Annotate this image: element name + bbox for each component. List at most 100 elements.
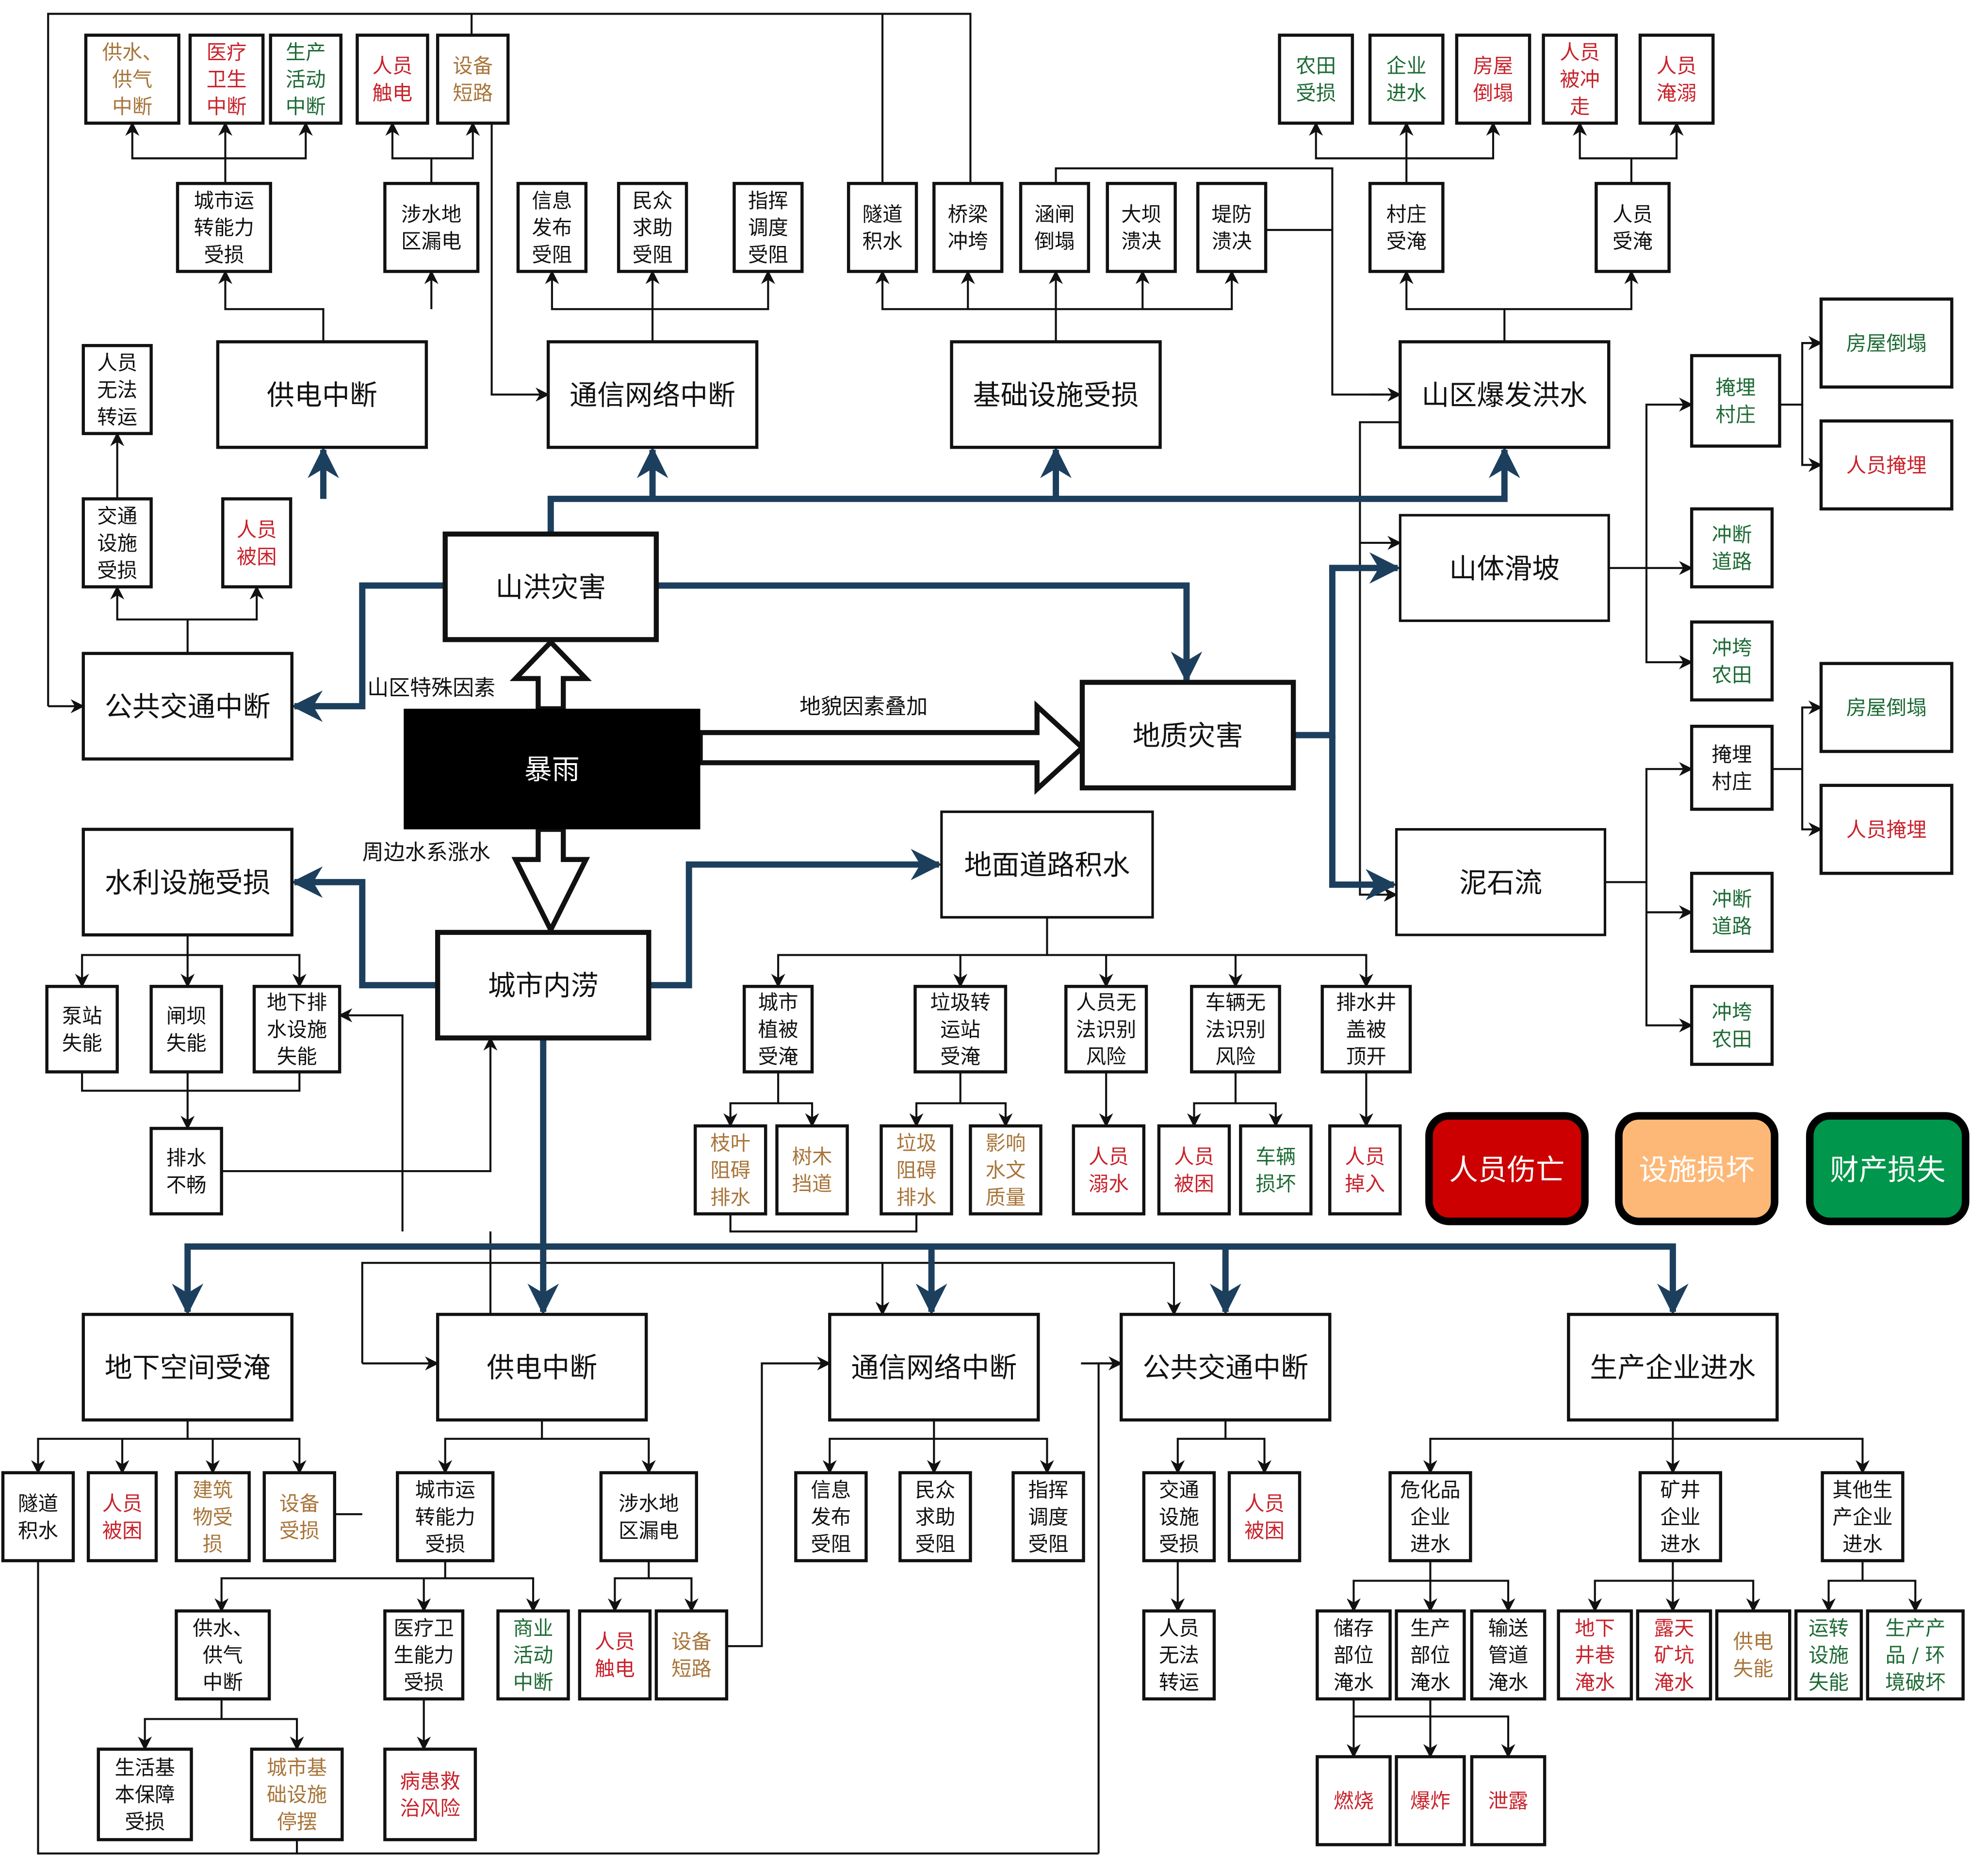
node-label-line: 供水、 bbox=[102, 41, 163, 64]
node-box bbox=[81, 344, 153, 435]
node-label-line: 淹水 bbox=[1575, 1671, 1615, 1694]
node-t-power: 供电中断 bbox=[216, 340, 428, 449]
node-b-shock: 人员触电 bbox=[578, 1609, 652, 1701]
node-label-line: 调度 bbox=[748, 216, 788, 240]
node-label: 房屋倒塌 bbox=[1846, 332, 1927, 355]
node-label: 人员受淹 bbox=[1613, 203, 1653, 253]
node-label-line: 设备 bbox=[671, 1630, 712, 1653]
node-b-underground: 地下空间受淹 bbox=[81, 1313, 293, 1422]
node-t-culvert: 涵闸倒塌 bbox=[1019, 181, 1091, 273]
node-label-line: 影响 bbox=[986, 1131, 1026, 1155]
node-label-line: 排水 bbox=[166, 1146, 207, 1170]
node-label-line: 阻碍 bbox=[896, 1158, 937, 1182]
legend-item-facility: 设施损坏 bbox=[1615, 1112, 1778, 1225]
node-b-powerfail: 供电失能 bbox=[1715, 1609, 1792, 1701]
node-label: 冲断道路 bbox=[1712, 887, 1752, 938]
node-t-transit: 公共交通中断 bbox=[81, 652, 293, 761]
node-label-line: 转能力 bbox=[194, 216, 254, 240]
node-m-veg: 城市植被受淹 bbox=[742, 985, 814, 1074]
node-box bbox=[1072, 1124, 1146, 1216]
node-label-line: 设施 bbox=[1808, 1644, 1849, 1667]
node-label: 供水、供气中断 bbox=[193, 1616, 253, 1694]
node-label: 人员掩埋 bbox=[1846, 818, 1927, 841]
node-box bbox=[436, 33, 510, 125]
node-label-line: 中断 bbox=[513, 1671, 554, 1694]
connector bbox=[1225, 1437, 1272, 1474]
node-df-house: 房屋倒塌 bbox=[1819, 662, 1954, 753]
node-label-line: 生活基 bbox=[114, 1756, 175, 1779]
node-label: 垃圾阻碍排水 bbox=[896, 1131, 937, 1209]
connector bbox=[1631, 121, 1684, 160]
node-label-line: 泵站 bbox=[62, 1004, 102, 1028]
node-label-line: 淹水 bbox=[1654, 1671, 1694, 1694]
node-label-line: 隧道 bbox=[18, 1492, 58, 1515]
node-label-line: 顶开 bbox=[1346, 1045, 1386, 1068]
connector bbox=[37, 1561, 1099, 1855]
node-label-line: 发布 bbox=[811, 1505, 851, 1529]
connector bbox=[187, 954, 307, 988]
node-box bbox=[436, 1313, 648, 1422]
node-label: 生产产品 / 环境破坏 bbox=[1885, 1616, 1945, 1694]
node-label-line: 生产产 bbox=[1885, 1616, 1945, 1640]
node-label-line: 道路 bbox=[1712, 914, 1752, 938]
node-label-line: 人员 bbox=[102, 1492, 143, 1515]
node-label-line: 城市内涝 bbox=[488, 970, 599, 1002]
node-label-line: 设施 bbox=[97, 532, 137, 555]
connector bbox=[1423, 1419, 1674, 1474]
flow-connector bbox=[1293, 552, 1401, 738]
node-label-line: 受损 bbox=[125, 1811, 165, 1834]
node-label-line: 阻碍 bbox=[710, 1158, 750, 1182]
node-t-dispatch: 指挥调度受阻 bbox=[733, 181, 804, 273]
node-label: 地面道路积水 bbox=[964, 849, 1130, 881]
node-box bbox=[221, 497, 293, 588]
connector bbox=[726, 1356, 831, 1648]
node-box bbox=[1196, 181, 1268, 273]
node-label: 暴雨 bbox=[524, 754, 580, 786]
node-label-line: 医疗 bbox=[207, 41, 247, 64]
node-label-line: 交通 bbox=[97, 505, 137, 528]
node-m-gate: 闸坝失能 bbox=[149, 985, 223, 1074]
node-label-line: 溺水 bbox=[1089, 1172, 1129, 1195]
node-label: 人员被冲走 bbox=[1560, 41, 1600, 118]
node-label: 山洪灾害 bbox=[495, 571, 606, 604]
node-t-washed: 人员被冲走 bbox=[1542, 33, 1618, 125]
node-label: 泥石流 bbox=[1459, 867, 1542, 899]
node-label-line: 企业 bbox=[1410, 1505, 1450, 1529]
node-t-infra: 基础设施受损 bbox=[950, 340, 1162, 449]
node-label-line: 受淹 bbox=[758, 1045, 798, 1068]
connector bbox=[1187, 1072, 1237, 1127]
node-label-line: 受阻 bbox=[633, 244, 673, 267]
node-box bbox=[516, 181, 588, 273]
node-ls-people: 人员掩埋 bbox=[1819, 419, 1954, 511]
node-label-line: 地质灾害 bbox=[1133, 720, 1243, 752]
node-box bbox=[1557, 1609, 1633, 1701]
node-label-line: 树木 bbox=[792, 1145, 832, 1168]
node-box bbox=[617, 181, 688, 273]
node-ls-bury-village: 掩埋村庄 bbox=[1690, 354, 1781, 448]
connector bbox=[778, 1102, 819, 1127]
node-label-line: 无法 bbox=[1159, 1644, 1199, 1667]
node-m-drainfac: 地下排水设施失能 bbox=[252, 985, 342, 1074]
node-label-line: 燃烧 bbox=[1334, 1790, 1374, 1813]
connector bbox=[47, 13, 972, 706]
connector bbox=[1346, 1561, 1432, 1613]
flow-connector bbox=[547, 446, 1520, 534]
connector bbox=[431, 121, 480, 160]
node-label-line: 短路 bbox=[671, 1657, 712, 1680]
node-label-line: 求助 bbox=[915, 1505, 955, 1529]
node-label: 人员掩埋 bbox=[1846, 454, 1927, 477]
connector bbox=[960, 1102, 1013, 1127]
node-label-line: 冲断 bbox=[1712, 887, 1752, 911]
node-b-trapped: 人员被困 bbox=[86, 1471, 158, 1563]
node-box bbox=[269, 33, 342, 125]
node-label-line: 人员 bbox=[1345, 1145, 1385, 1168]
node-box bbox=[1395, 1609, 1466, 1701]
node-label-line: 盖被 bbox=[1346, 1018, 1386, 1041]
connector bbox=[1056, 270, 1239, 310]
node-box bbox=[1190, 985, 1281, 1074]
hollow-arrow bbox=[698, 700, 1086, 795]
connector bbox=[75, 935, 189, 988]
connector bbox=[490, 123, 550, 402]
node-label-line: 受损 bbox=[425, 1533, 465, 1556]
